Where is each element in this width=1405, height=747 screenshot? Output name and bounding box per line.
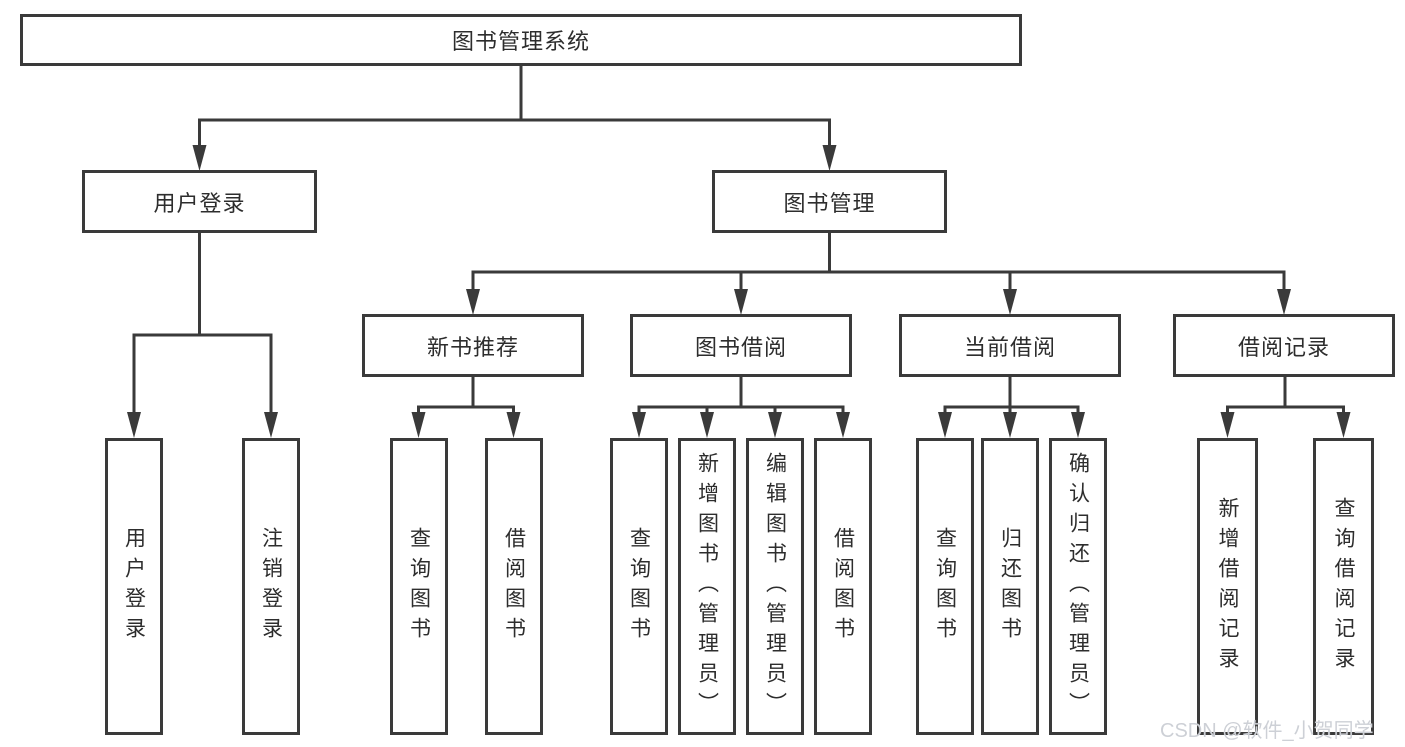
csdn-watermark: CSDN @软件_小贺同学 <box>1160 720 1374 742</box>
leaf-borrow-books-2: 借阅图书 <box>814 438 872 735</box>
leaf-query-borrow-record-label: 查询借阅记录 <box>1332 496 1355 677</box>
leaf-query-books-2: 查询图书 <box>610 438 668 735</box>
leaf-query-books-3-label: 查询图书 <box>933 526 957 647</box>
leaf-query-books-3: 查询图书 <box>916 438 974 735</box>
node-borrowing-records-label: 借阅记录 <box>1237 334 1330 360</box>
leaf-return-books: 归还图书 <box>981 438 1039 735</box>
leaf-edit-books-admin-label: 编辑图书（管理员） <box>763 451 787 722</box>
leaf-add-books-admin-label: 新增图书（管理员） <box>695 451 719 722</box>
leaf-add-books-admin: 新增图书（管理员） <box>678 438 736 735</box>
node-book-borrowing-label: 图书借阅 <box>694 334 787 360</box>
node-user-login: 用户登录 <box>82 170 317 233</box>
leaf-query-borrow-record: 查询借阅记录 <box>1313 438 1374 735</box>
leaf-borrow-books-2-label: 借阅图书 <box>831 526 855 647</box>
node-current-borrowing: 当前借阅 <box>899 314 1121 377</box>
leaf-borrow-books-1: 借阅图书 <box>485 438 543 735</box>
node-current-borrowing-label: 当前借阅 <box>963 334 1056 360</box>
leaf-add-borrow-record-label: 新增借阅记录 <box>1216 496 1239 677</box>
leaf-logout-label: 注销登录 <box>259 526 283 647</box>
node-library-system: 图书管理系统 <box>20 14 1022 66</box>
node-new-book-recommend-label: 新书推荐 <box>426 334 519 360</box>
node-book-management-label: 图书管理 <box>783 190 876 216</box>
leaf-query-books-1: 查询图书 <box>390 438 448 735</box>
node-user-login-label: 用户登录 <box>153 190 246 216</box>
leaf-logout: 注销登录 <box>242 438 300 735</box>
leaf-query-books-1-label: 查询图书 <box>407 526 431 647</box>
node-library-system-label: 图书管理系统 <box>451 29 590 54</box>
leaf-borrow-books-1-label: 借阅图书 <box>502 526 526 647</box>
node-borrowing-records: 借阅记录 <box>1173 314 1395 377</box>
leaf-user-login: 用户登录 <box>105 438 163 735</box>
leaf-user-login-label: 用户登录 <box>122 526 146 647</box>
leaf-query-books-2-label: 查询图书 <box>627 526 651 647</box>
node-book-management: 图书管理 <box>712 170 947 233</box>
node-book-borrowing: 图书借阅 <box>630 314 852 377</box>
leaf-add-borrow-record: 新增借阅记录 <box>1197 438 1258 735</box>
leaf-return-books-label: 归还图书 <box>998 526 1022 647</box>
leaf-confirm-return-admin: 确认归还（管理员） <box>1049 438 1107 735</box>
leaf-edit-books-admin: 编辑图书（管理员） <box>746 438 804 735</box>
node-new-book-recommend: 新书推荐 <box>362 314 584 377</box>
leaf-confirm-return-admin-label: 确认归还（管理员） <box>1066 451 1090 722</box>
